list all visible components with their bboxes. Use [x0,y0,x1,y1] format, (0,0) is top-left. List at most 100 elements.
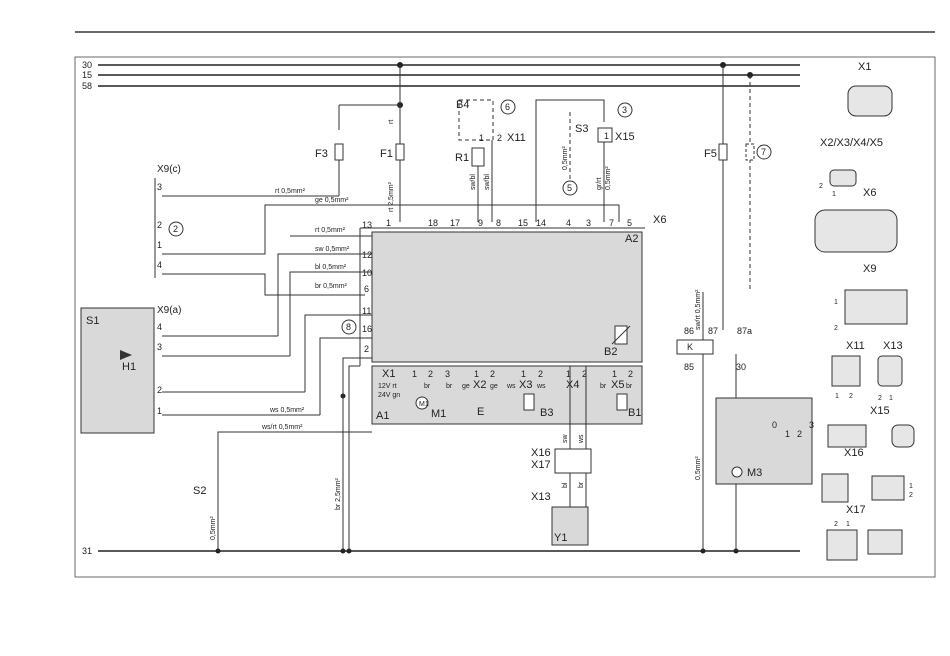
relay-k: K 86 85 87 87a 30 sw/rt 0,5mm² 0,5mm² [676,289,752,551]
wire-label: rt 0,5mm² [315,227,346,234]
s2-label: S2 [193,485,206,497]
pin-label: 1 [785,429,790,439]
lamp-h1-icon [120,350,132,360]
x9c-label: X9(c) [157,164,181,175]
legend-x2345-label: X2/X3/X4/X5 [820,137,883,149]
legend-x16-label: X16 [844,447,864,459]
resistor-r1 [471,147,485,167]
pin-label: 11 [362,306,371,316]
connector-x17b-icon [871,475,905,501]
wire-label: ws [506,383,516,390]
x15-label: X15 [615,131,635,143]
pin-label: 2 [797,429,802,439]
x11-label: X11 [507,132,526,144]
m1-label: M1 [419,401,429,408]
x1-label: X1 [382,368,395,380]
pin-label: 2 [849,393,853,400]
pin-label: 2 [819,183,823,190]
motor-m3-icon [731,466,743,478]
legend-x9-label: X9 [863,263,876,275]
wire-label: ws 0,5mm² [269,407,305,414]
connector-x13-icon [877,355,903,387]
rail-58-label: 58 [82,81,92,91]
pin-label: 2 [428,369,433,379]
pin-label: 2 [834,325,838,332]
wire-label: 0,5mm² [562,146,569,170]
fuse-f5 [718,143,728,161]
pin-label: 1 [566,369,571,379]
x17-label: X17 [531,459,551,471]
fuse-dashed [745,143,755,161]
pin-label: 2 [364,344,369,354]
pin-label: 2 [490,369,495,379]
pin-label: 2 [834,521,838,528]
pin-label: 1 [604,131,609,141]
wire-label: br [626,383,633,390]
s3-label: S3 [575,123,588,135]
x6-label: X6 [653,214,666,226]
connector-x17c-icon [826,529,858,561]
legend-x17-label: X17 [846,504,866,516]
switch-s3: 1 X15 3 S3 5 0,5mm² gr/rt 0,5mm² [535,99,635,222]
callout-3 [617,102,633,118]
wire-label: br [578,481,585,488]
callout-2-label: 2 [173,224,178,234]
m1-label: M1 [431,408,446,420]
sensor-b4-r1: B4 6 X11 1 2 R1 sw/bl sw/bl [455,99,526,222]
callout-5-label: 5 [567,183,572,193]
callout-3-label: 3 [622,105,627,115]
wire-label: bl [562,482,569,488]
e-label: E [477,406,484,418]
h1-label: H1 [122,361,136,373]
relay-k-coil [676,339,714,355]
callout-6 [500,99,516,115]
pin-label: 17 [450,218,460,228]
pin-label: 8 [496,218,501,228]
x11-dashed-box [458,99,494,141]
x2-label: X2 [473,379,486,391]
pin-label: 2 [878,395,882,402]
pin-label: 2 [497,133,502,143]
s1-box [80,307,155,434]
rail-31-label: 31 [82,546,92,556]
m3-label: M3 [747,467,762,479]
motor-m1-icon [415,396,429,410]
pin-label: 1 [521,369,526,379]
x5-label: X5 [611,379,624,391]
legend-x13-label: X13 [883,340,903,352]
x6-left-pins: 13 12 10 6 11 16 2 [362,220,372,354]
x16-x17-connector [554,448,592,474]
y1-label: Y1 [554,532,567,544]
pin-label: 4 [566,218,571,228]
connector-x17a-icon [821,473,849,503]
b2-label: B2 [604,346,617,358]
pin-label: 2 [157,220,162,230]
connector-x9c: X9(c) 3 2 1 4 2 rt 0,5mm² ge 0,5mm² [154,164,620,296]
module-a1: A1 X1 12V rt 24V gn 1 2 3 br br M1 M1 X2… [371,365,643,425]
legend-x1-label: X1 [858,61,871,73]
m3-box [715,397,813,485]
fuse-f3-label: F3 [315,148,328,160]
wire-label: sw 0,5mm² [315,246,350,253]
pin-label: 13 [362,220,372,230]
pin-label: 1 [846,521,850,528]
voltage-label: 24V gn [378,392,400,399]
b1-label: B1 [628,407,641,419]
fuse-f1-label: F1 [380,148,393,160]
connector-x9-icon [844,289,908,325]
connector-x17d-icon [867,529,903,555]
connector-x15-icon [891,424,915,448]
wire-label: br [600,383,607,390]
legend-x15-label: X15 [870,405,890,417]
pin-label: 1 [386,218,391,228]
pin-label: 1 [909,483,913,490]
pin-label: 7 [609,218,614,228]
switch-s1: X9(a) S1 H1 4 3 2 1 ws 0,5mm² ws/rt 0,5m… [80,305,372,551]
b4-label: B4 [456,99,469,111]
callout-8-label: 8 [346,322,351,332]
pin-label: 14 [536,218,546,228]
fuse-f5-label: F5 [704,148,717,160]
pin-label: 85 [684,362,694,372]
pin-label: 16 [362,324,372,334]
